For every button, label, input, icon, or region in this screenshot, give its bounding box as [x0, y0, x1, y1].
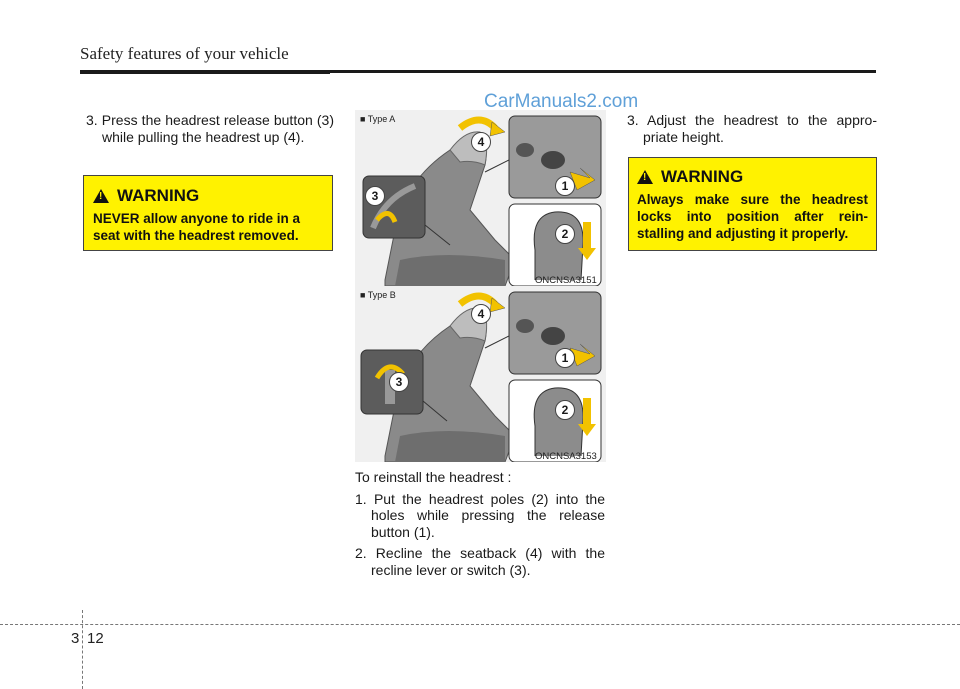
step-number: 2. — [355, 545, 367, 561]
reinstall-section: To reinstall the headrest : 1. Put the h… — [355, 469, 605, 578]
step-text: Press the headrest release button (3) wh… — [101, 112, 334, 145]
warning-title: ! WARNING — [93, 186, 324, 206]
step-number: 1. — [355, 490, 367, 507]
figure-a-code: ONCNSA3151 — [535, 275, 597, 286]
callout-2: 2 — [555, 224, 575, 244]
header-rule-accent — [80, 70, 330, 74]
callout-2: 2 — [555, 400, 575, 420]
header-rule — [80, 70, 876, 73]
reinstall-heading: To reinstall the headrest : — [355, 469, 512, 485]
page-number: 12 — [87, 630, 104, 647]
warning-title-text: WARNING — [117, 186, 200, 205]
step-text: Adjust the headrest to the appro-priate … — [643, 112, 877, 145]
reinstall-step-1: 1. Put the headrest poles (2) into the h… — [355, 491, 605, 541]
callout-3: 3 — [365, 186, 385, 206]
page-header-title: Safety features of your vehicle — [80, 44, 289, 63]
callout-1: 1 — [555, 348, 575, 368]
callout-1: 1 — [555, 176, 575, 196]
seat-illustration-b — [360, 291, 602, 462]
step-number: 3. — [86, 112, 98, 128]
reinstall-step-2: 2. Recline the seatback (4) with the rec… — [355, 545, 605, 578]
warning-body: NEVER allow anyone to ride in a seat wit… — [93, 211, 301, 243]
left-step-3: 3. Press the headrest release button (3)… — [86, 112, 334, 145]
footer-rule — [0, 624, 960, 625]
warning-box-right: ! WARNING Always make sure the headrest … — [628, 157, 877, 251]
callout-4: 4 — [471, 132, 491, 152]
step-text: Recline the seatback (4) with the reclin… — [371, 545, 605, 578]
watermark: CarManuals2.com — [484, 91, 639, 112]
footer-divider — [82, 610, 83, 689]
chapter-number: 3 — [71, 630, 80, 647]
figure-type-b: ■ Type B 4 3 1 2 ONCNSA3153 — [355, 286, 606, 462]
right-step-3: 3. Adjust the headrest to the appro-pria… — [627, 112, 877, 145]
warning-title: ! WARNING — [637, 167, 868, 187]
warning-body: Always make sure the headrest locks into… — [637, 192, 868, 241]
figure-b-code: ONCNSA3153 — [535, 451, 597, 462]
warning-triangle-icon: ! — [93, 189, 109, 203]
warning-triangle-icon: ! — [637, 170, 653, 184]
figure-b-label: ■ Type B — [360, 290, 396, 300]
callout-3: 3 — [389, 372, 409, 392]
figure-type-a: ■ Type A 4 3 1 2 ONCNSA3151 — [355, 110, 606, 286]
figure-a-label: ■ Type A — [360, 114, 396, 124]
warning-title-text: WARNING — [661, 167, 744, 186]
step-text: Put the headrest poles (2) into the hole… — [371, 490, 605, 540]
warning-box-left: ! WARNING NEVER allow anyone to ride in … — [83, 175, 333, 251]
callout-4: 4 — [471, 304, 491, 324]
step-number: 3. — [627, 112, 639, 128]
